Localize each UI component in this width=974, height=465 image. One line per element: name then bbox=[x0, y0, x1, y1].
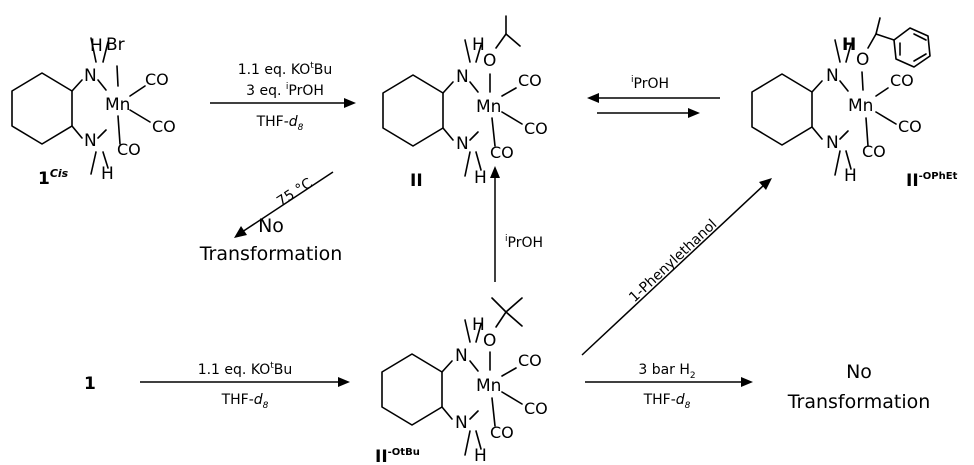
r1-solvent: THF-d8 bbox=[256, 114, 304, 133]
c1cis-mn: Mn bbox=[105, 95, 130, 115]
r2-reagent: iPrOH bbox=[631, 75, 669, 92]
cOtBu-n-bot: N bbox=[455, 413, 468, 433]
compound-II-OPhEt: H O N Mn N H CO CO CO II-OPhEt bbox=[751, 17, 958, 191]
equilibrium-arrows bbox=[587, 93, 720, 118]
cII-co-1: CO bbox=[518, 71, 542, 90]
cOtBu-co-3: CO bbox=[490, 423, 514, 442]
r6-solvent: THF-d8 bbox=[221, 392, 269, 411]
arrow-1cis-to-II bbox=[210, 98, 356, 108]
no-transformation-2-line2: Transformation bbox=[787, 391, 931, 413]
c1cis-co-3: CO bbox=[117, 140, 141, 159]
cOtBu-co-1: CO bbox=[518, 351, 542, 370]
compound-II-OtBu: H O N Mn N H CO CO CO II-OtBu bbox=[375, 297, 548, 465]
cII-label: II bbox=[410, 171, 423, 191]
r6-condition: 1.1 eq. KOtBu bbox=[198, 361, 293, 378]
c1cis-label: 1Cis bbox=[38, 167, 69, 189]
c1cis-h-bot: H bbox=[101, 164, 114, 184]
cOPhEt-n-top: N bbox=[826, 66, 839, 86]
cOtBu-o: O bbox=[483, 331, 496, 351]
cOPhEt-o: O bbox=[856, 50, 869, 70]
cII-h-top: H bbox=[472, 35, 485, 55]
cOPhEt-n-bot: N bbox=[826, 133, 839, 153]
r1-condition-1: 1.1 eq. KOtBu bbox=[238, 61, 333, 78]
cII-o: O bbox=[483, 51, 496, 71]
r7-condition: 3 bar H2 bbox=[638, 362, 695, 381]
c1cis-h-top: H bbox=[90, 36, 103, 56]
cOtBu-mn: Mn bbox=[476, 376, 501, 396]
cOtBu-n-top: N bbox=[455, 346, 468, 366]
c1-label: 1 bbox=[84, 374, 96, 394]
c1cis-br: Br bbox=[106, 35, 125, 55]
cOPhEt-h-top: H bbox=[842, 35, 856, 55]
no-transformation-1-line2: Transformation bbox=[199, 243, 343, 265]
cOtBu-label: II-OtBu bbox=[375, 447, 420, 465]
cII-n-bot: N bbox=[456, 134, 469, 154]
cOtBu-h-bot: H bbox=[474, 446, 487, 465]
arrow-OtBu-to-OPhEt bbox=[581, 178, 772, 356]
no-transformation-1-line1: No bbox=[258, 215, 284, 237]
arrow-OtBu-to-no-transformation bbox=[585, 377, 753, 387]
cOtBu-co-2: CO bbox=[524, 399, 548, 418]
c1cis-co-1: CO bbox=[145, 70, 169, 89]
r7-solvent: THF-d8 bbox=[643, 392, 691, 411]
r3-condition: 75 °C bbox=[274, 175, 316, 210]
arrow-II-to-no-transformation bbox=[234, 171, 334, 238]
compound-1-cis: Br H N Mn N H CO CO CO 1Cis bbox=[11, 35, 176, 189]
arrow-1-to-OtBu bbox=[140, 377, 350, 387]
cOPhEt-h-bot: H bbox=[844, 166, 857, 186]
cII-mn: Mn bbox=[476, 97, 501, 117]
cII-n-top: N bbox=[456, 67, 469, 87]
cOPhEt-co-3: CO bbox=[862, 142, 886, 161]
no-transformation-2-line1: No bbox=[846, 361, 872, 383]
r5-reagent: 1-Phenylethanol bbox=[626, 216, 720, 305]
cII-h-bot: H bbox=[474, 168, 487, 188]
cII-co-3: CO bbox=[490, 143, 514, 162]
c1cis-co-2: CO bbox=[152, 117, 176, 136]
r1-condition-2: 3 eq. iPrOH bbox=[246, 82, 324, 99]
cOPhEt-label: II-OPhEt bbox=[906, 171, 958, 191]
cOPhEt-co-2: CO bbox=[898, 117, 922, 136]
cOPhEt-mn: Mn bbox=[848, 96, 873, 116]
compound-II: H O N Mn N H CO CO CO II bbox=[382, 15, 548, 191]
cOtBu-h-top: H bbox=[472, 315, 485, 335]
cII-co-2: CO bbox=[524, 119, 548, 138]
c1cis-n-bot: N bbox=[84, 131, 97, 151]
cOPhEt-co-1: CO bbox=[890, 71, 914, 90]
c1cis-n-top: N bbox=[84, 66, 97, 86]
r4-reagent: iPrOH bbox=[505, 234, 543, 251]
arrow-OtBu-to-II bbox=[490, 166, 500, 282]
